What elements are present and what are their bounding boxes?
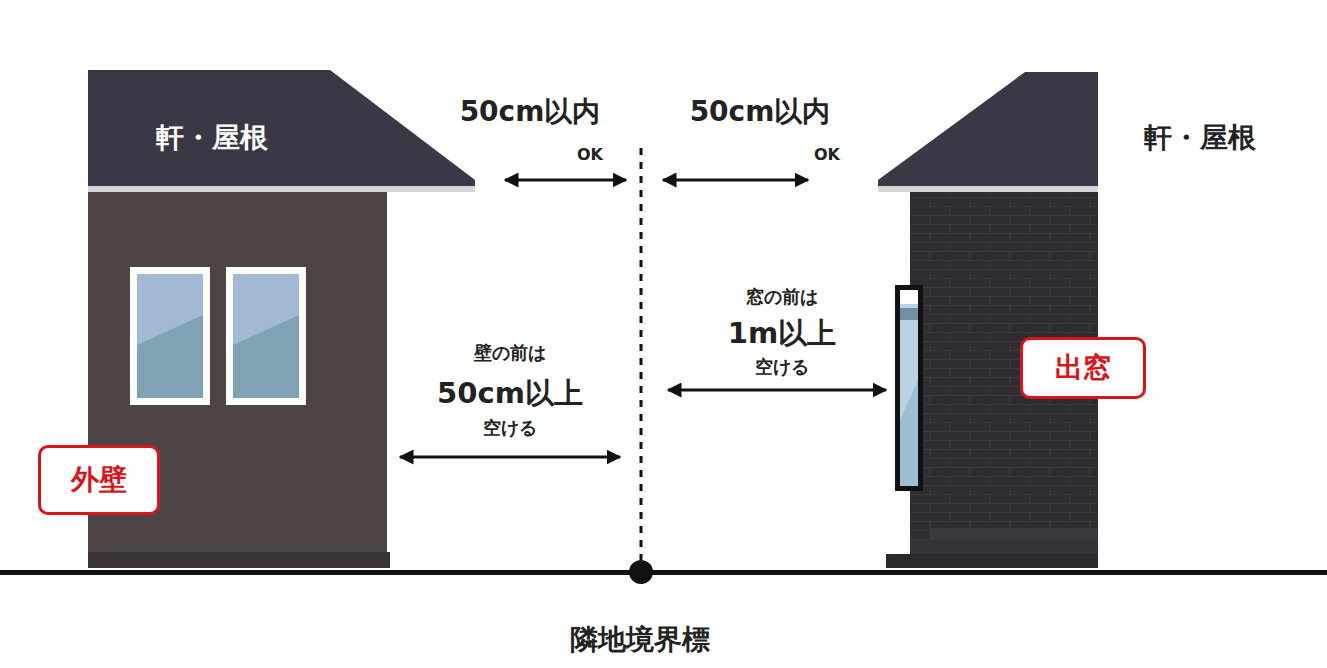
distance-label: 50cm以内 xyxy=(690,97,831,128)
right-roof xyxy=(878,72,1098,186)
dimension-arrow xyxy=(668,389,886,392)
left-gutter xyxy=(88,186,475,192)
tag-text: 出窓 xyxy=(1055,353,1111,384)
roof-label: 軒・屋根 xyxy=(1144,123,1256,154)
distance-label: 50cm以上 xyxy=(437,378,583,410)
distance-label: 1m以上 xyxy=(728,318,836,350)
right-steps xyxy=(886,528,1098,568)
roof-label: 軒・屋根 xyxy=(156,123,268,154)
dimension-arrow xyxy=(400,456,620,459)
wall-tag: 外壁 xyxy=(38,445,160,515)
left-roof xyxy=(88,70,475,186)
left-base xyxy=(88,552,390,568)
note-label: 壁の前は xyxy=(474,343,546,363)
ground-line xyxy=(0,570,1327,575)
boundary-line xyxy=(640,148,643,560)
note-label: 空ける xyxy=(755,357,809,377)
dimension-arrow xyxy=(505,179,626,182)
dimension-arrow xyxy=(663,179,808,182)
ok-label: OK xyxy=(577,146,603,164)
note-label: 空ける xyxy=(483,418,537,438)
boundary-marker xyxy=(629,560,653,584)
boundary-label: 隣地境界標 xyxy=(570,625,710,656)
bay-window xyxy=(895,285,923,491)
bay-window-tag: 出窓 xyxy=(1020,337,1146,399)
left-windows xyxy=(130,267,306,405)
distance-label: 50cm以内 xyxy=(460,97,601,128)
tag-text: 外壁 xyxy=(71,465,127,496)
note-label: 窓の前は xyxy=(746,287,818,307)
ok-label: OK xyxy=(814,146,840,164)
right-gutter xyxy=(878,186,1098,192)
